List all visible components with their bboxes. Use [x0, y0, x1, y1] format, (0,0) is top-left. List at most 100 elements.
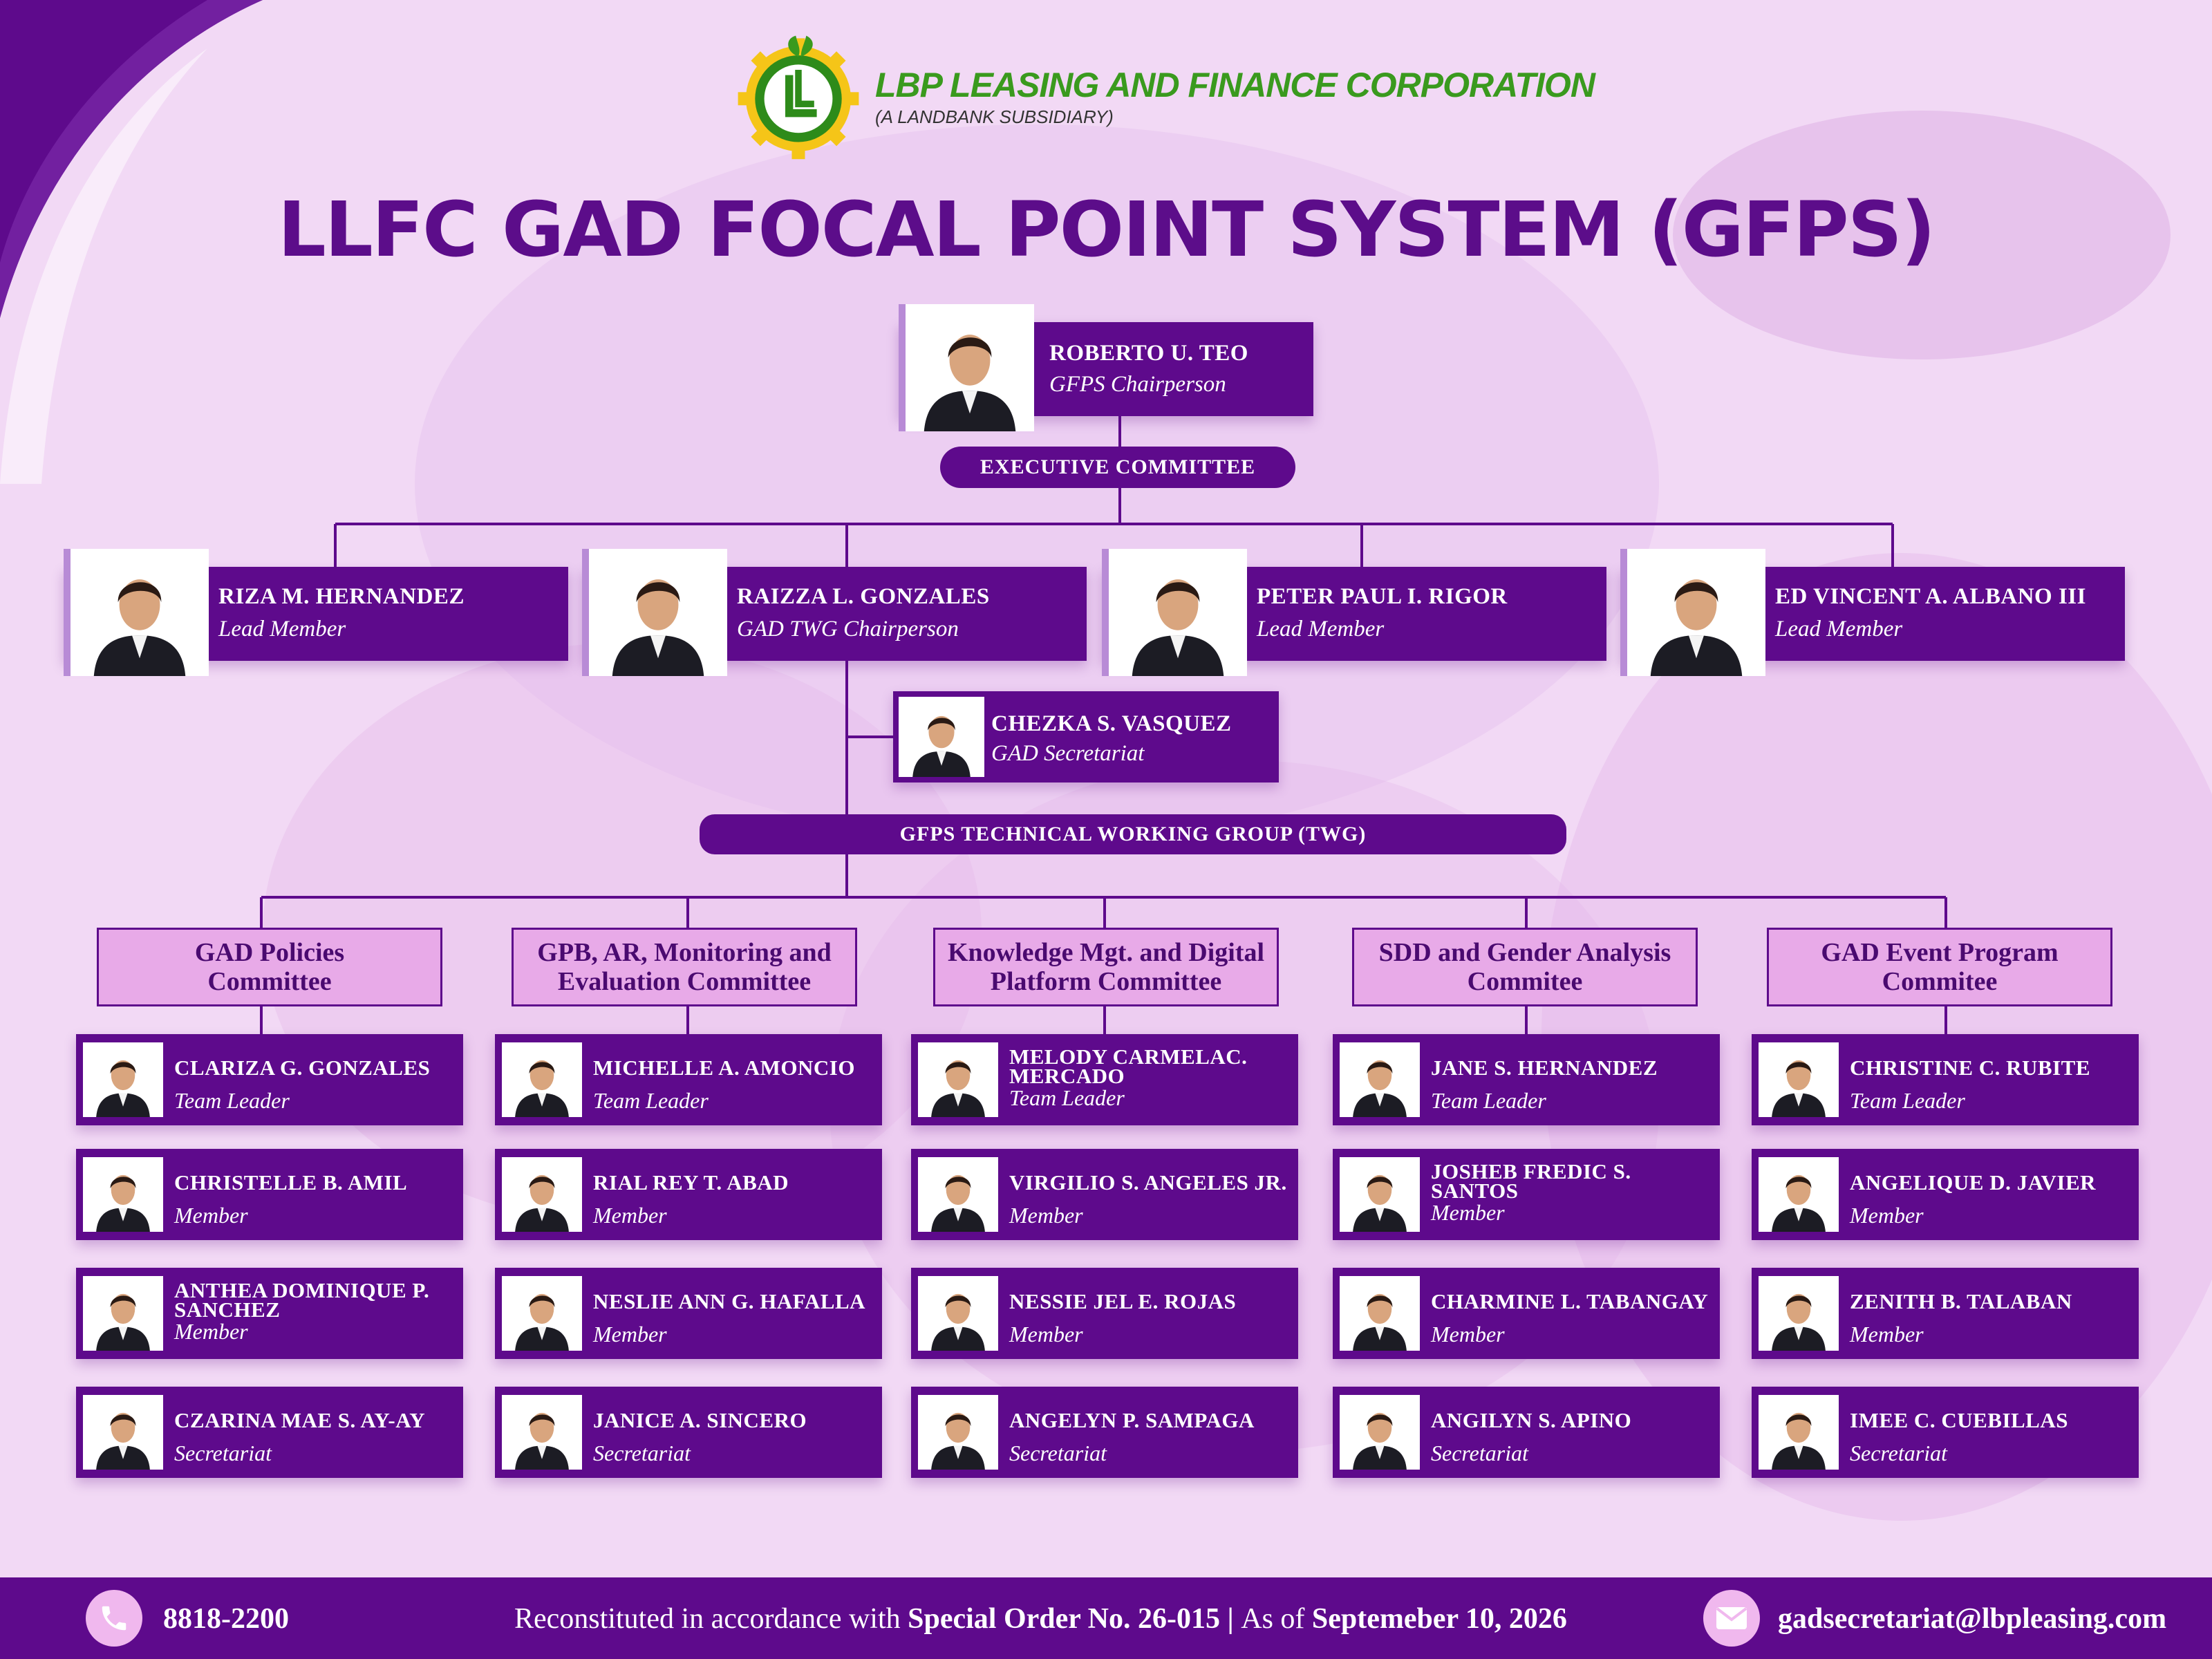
footer-email[interactable]: gadsecretariat@lbpleasing.com [1778, 1603, 2167, 1635]
committee-member-name: JANICE A. SINCERO [593, 1408, 807, 1432]
committee-title-line: Evaluation Committee [557, 967, 812, 996]
committee-member-photo [918, 1395, 998, 1470]
committee-member-name: MERCADO [1009, 1064, 1125, 1088]
committee-member-photo [1759, 1395, 1839, 1470]
committee-member-card: MICHELLE A. AMONCIO Team Leader [495, 1034, 882, 1125]
committee-member-role: Team Leader [1850, 1088, 1965, 1113]
company-logo-icon [738, 35, 859, 160]
committee-member-photo [502, 1276, 582, 1351]
committee-member-role: Member [1431, 1322, 1505, 1347]
committee-title-line: GAD Policies [194, 938, 345, 967]
person-silhouette-icon [1342, 1395, 1417, 1470]
committee-member-name: ANGILYN S. APINO [1431, 1408, 1632, 1432]
committee-member-role: Secretariat [593, 1441, 691, 1465]
footer-note-prefix: Reconstituted in accordance with [514, 1603, 908, 1635]
committee-member-role: Member [174, 1203, 248, 1228]
committee-member-photo [502, 1157, 582, 1232]
committee-member-role: Member [593, 1322, 667, 1347]
person-silhouette-icon [921, 1276, 995, 1351]
committee-member-photo [1340, 1276, 1420, 1351]
person-silhouette-icon [1342, 1042, 1417, 1117]
person-silhouette-icon [901, 697, 982, 777]
committee-member-name: IMEE C. CUEBILLAS [1850, 1408, 2068, 1432]
person-silhouette-icon [76, 549, 203, 676]
person-silhouette-icon [505, 1276, 579, 1351]
committee-member-name: CLARIZA G. GONZALES [174, 1056, 431, 1080]
exec-member-name: PETER PAUL I. RIGOR [1257, 584, 1508, 609]
committee-member-photo [1759, 1157, 1839, 1232]
committee-member-role: Team Leader [1009, 1085, 1125, 1110]
footer: 8818-2200 Reconstituted in accordance wi… [0, 1577, 2212, 1659]
committee-member-name: ANGELYN P. SAMPAGA [1009, 1408, 1255, 1432]
committee-member-name: JANE S. HERNANDEZ [1431, 1056, 1658, 1080]
person-silhouette-icon [1114, 549, 1241, 676]
person-silhouette-icon [594, 549, 722, 676]
person-silhouette-icon [505, 1395, 579, 1470]
exec-member-role: GAD TWG Chairperson [737, 617, 959, 641]
committee-member-photo [1759, 1276, 1839, 1351]
page-title: LLFC GAD FOCAL POINT SYSTEM (GFPS) [277, 185, 1936, 274]
committee-title-line: Knowledge Mgt. and Digital [947, 938, 1265, 967]
committee-member-name: VIRGILIO S. ANGELES JR. [1009, 1170, 1287, 1194]
committee-member-role: Team Leader [593, 1088, 709, 1113]
mail-icon [1703, 1590, 1760, 1647]
committee-member-role: Member [1009, 1203, 1083, 1228]
person-silhouette-icon [1761, 1157, 1836, 1232]
committee-member-photo [83, 1395, 163, 1470]
committee-member-name: CZARINA MAE S. AY-AY [174, 1408, 426, 1432]
committee-member-photo [918, 1042, 998, 1117]
committee-title-line: Commitee [1467, 967, 1583, 996]
chairperson-card: ROBERTO U. TEO GFPS Chairperson [899, 304, 1313, 431]
committee-member-name: CHARMINE L. TABANGAY [1431, 1289, 1709, 1313]
committee-member-role: Secretariat [1009, 1441, 1107, 1465]
person-silhouette-icon [921, 1157, 995, 1232]
committee-member-role: Member [1850, 1203, 1924, 1228]
person-silhouette-icon [1761, 1395, 1836, 1470]
committee-member-role: Secretariat [174, 1441, 272, 1465]
company-name: LBP LEASING AND FINANCE CORPORATION [875, 65, 1595, 104]
committee-title-line: GAD Event Program [1821, 938, 2059, 967]
committee-member-name: SANTOS [1431, 1179, 1519, 1203]
committee-member-photo [83, 1042, 163, 1117]
committee-member-name: ANTHEA DOMINIQUE P. [174, 1278, 430, 1302]
footer-phone: 8818-2200 [163, 1603, 289, 1635]
committee-member-photo [1340, 1042, 1420, 1117]
twg-label: GFPS TECHNICAL WORKING GROUP (TWG) [700, 814, 1566, 854]
exec-member-photo [1102, 549, 1247, 676]
person-silhouette-icon [86, 1157, 160, 1232]
committee-member-photo [502, 1042, 582, 1117]
committee-member-role: Member [174, 1319, 248, 1344]
committee-member-name: SANCHEZ [174, 1297, 281, 1322]
chairperson-role: GFPS Chairperson [1049, 372, 1226, 397]
footer-note: Reconstituted in accordance with Special… [514, 1602, 1567, 1635]
exec-member-photo [582, 549, 727, 676]
person-silhouette-icon [505, 1042, 579, 1117]
exec-member-photo [1620, 549, 1765, 676]
exec-member-name: ED VINCENT A. ALBANO III [1775, 584, 2086, 609]
exec-member-photo [64, 549, 209, 676]
executive-committee-label: EXECUTIVE COMMITTEE [940, 447, 1295, 488]
committee-member-card: JANICE A. SINCERO Secretariat [495, 1387, 882, 1478]
gad-secretariat-name: CHEZKA S. VASQUEZ [991, 711, 1232, 736]
committee-title-line: Platform Committee [990, 967, 1222, 996]
committee-member-role: Secretariat [1850, 1441, 1947, 1465]
committee-member-photo [1340, 1157, 1420, 1232]
exec-member-name: RAIZZA L. GONZALES [737, 584, 990, 609]
committee-member-name: MICHELLE A. AMONCIO [593, 1056, 855, 1080]
person-silhouette-icon [86, 1395, 160, 1470]
person-silhouette-icon [86, 1042, 160, 1117]
committee-member-name: ZENITH B. TALABAN [1850, 1289, 2072, 1313]
committee-title-line: SDD and Gender Analysis [1378, 938, 1671, 967]
chairperson-photo [899, 304, 1034, 431]
committee-member-card: ANGELYN P. SAMPAGA Secretariat [911, 1387, 1298, 1478]
